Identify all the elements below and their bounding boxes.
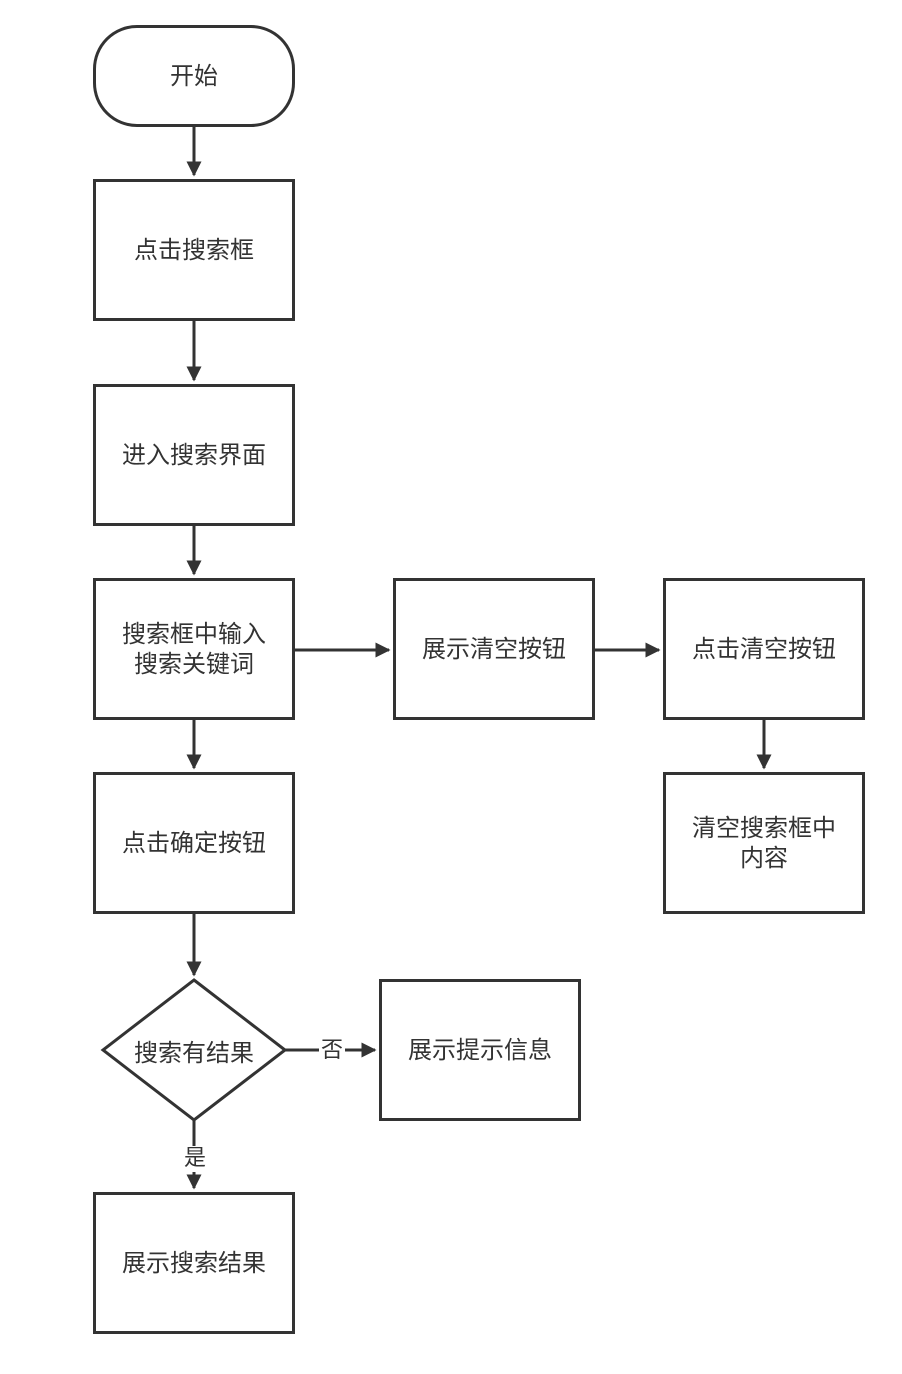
clear-search-content-node: 清空搜索框中 内容 bbox=[663, 772, 865, 914]
click-confirm-button-node: 点击确定按钮 bbox=[93, 772, 295, 914]
click-clear-button-label: 点击清空按钮 bbox=[692, 635, 836, 663]
enter-search-page-label: 进入搜索界面 bbox=[122, 441, 266, 469]
show-clear-button-node: 展示清空按钮 bbox=[393, 578, 595, 720]
enter-search-page-node: 进入搜索界面 bbox=[93, 384, 295, 526]
click-search-box-node: 点击搜索框 bbox=[93, 179, 295, 321]
show-results-node: 展示搜索结果 bbox=[93, 1192, 295, 1334]
start-label: 开始 bbox=[170, 62, 218, 90]
input-keyword-node: 搜索框中输入 搜索关键词 bbox=[93, 578, 295, 720]
decision-diamond bbox=[100, 978, 288, 1122]
click-search-box-label: 点击搜索框 bbox=[134, 236, 254, 264]
show-hint-label: 展示提示信息 bbox=[408, 1036, 552, 1064]
show-hint-node: 展示提示信息 bbox=[379, 979, 581, 1121]
show-results-label: 展示搜索结果 bbox=[122, 1249, 266, 1277]
clear-search-content-label: 清空搜索框中 内容 bbox=[692, 814, 836, 872]
edge-label-no: 否 bbox=[319, 1038, 346, 1064]
input-keyword-label: 搜索框中输入 搜索关键词 bbox=[122, 620, 266, 678]
show-clear-button-label: 展示清空按钮 bbox=[422, 635, 566, 663]
click-confirm-button-label: 点击确定按钮 bbox=[122, 829, 266, 857]
start-node: 开始 bbox=[93, 25, 295, 127]
edge-label-yes: 是 bbox=[182, 1146, 209, 1172]
click-clear-button-node: 点击清空按钮 bbox=[663, 578, 865, 720]
decision-label: 搜索有结果 bbox=[134, 1038, 254, 1067]
